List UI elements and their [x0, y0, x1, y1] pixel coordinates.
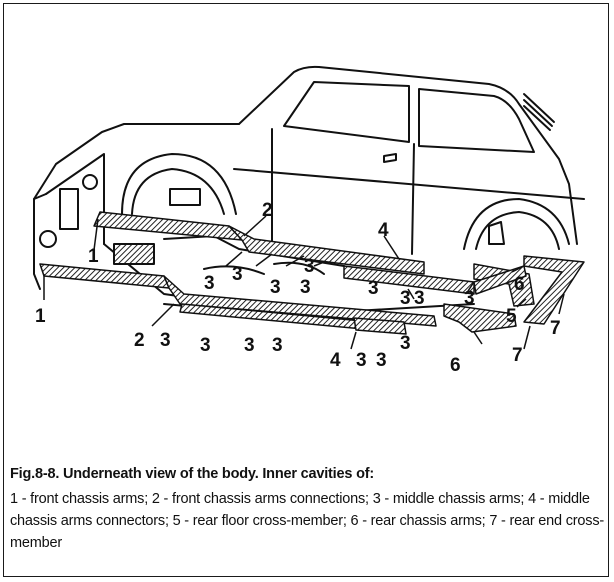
callout-7-lower: 7 — [512, 345, 523, 366]
middle-chassis-connector — [353, 317, 407, 335]
callout-1-lower: 1 — [35, 306, 46, 327]
callouts: 1 1 2 2 3 3 3 3 3 3 3 3 3 3 3 3 3 3 3 3 … — [35, 200, 561, 376]
callout-3: 3 — [376, 350, 387, 371]
callout-5: 5 — [506, 306, 517, 327]
callout-3: 3 — [204, 273, 215, 294]
rear-chassis-arm — [443, 303, 517, 333]
callout-3: 3 — [270, 277, 281, 298]
callout-3: 3 — [272, 335, 283, 356]
rear-link — [473, 265, 527, 295]
callout-3: 3 — [160, 330, 171, 351]
callout-3: 3 — [368, 278, 379, 299]
callout-2-lower: 2 — [134, 330, 145, 351]
caption-title: Fig.8-8. Underneath view of the body. In… — [10, 466, 374, 482]
middle-chassis-arm-rear — [343, 265, 475, 295]
figure-caption: Fig.8-8. Underneath view of the body. In… — [10, 466, 610, 554]
callout-3: 3 — [400, 288, 411, 309]
front-chassis-connection — [228, 225, 425, 275]
car-body-outline — [33, 65, 585, 325]
callout-3: 3 — [244, 335, 255, 356]
callout-3: 3 — [414, 288, 425, 309]
callout-1-upper: 1 — [88, 246, 99, 267]
car-body-diagram: 1 1 2 2 3 3 3 3 3 3 3 3 3 3 3 3 3 3 3 3 … — [33, 65, 585, 376]
callout-3: 3 — [400, 333, 411, 354]
callout-6-lower: 6 — [450, 355, 461, 376]
callout-3: 3 — [304, 256, 315, 277]
callout-4-lower: 4 — [330, 350, 341, 371]
callout-4-upper: 4 — [378, 220, 389, 241]
callout-7-upper: 7 — [550, 318, 561, 339]
callout-3: 3 — [200, 335, 211, 356]
callout-3: 3 — [356, 350, 367, 371]
middle-chassis-arm — [163, 275, 437, 327]
figure-frame: 1 1 2 2 3 3 3 3 3 3 3 3 3 3 3 3 3 3 3 3 … — [3, 3, 609, 577]
front-chassis-arm-upper — [93, 211, 243, 241]
callout-2-upper: 2 — [262, 200, 273, 221]
caption-text: 1 - front chassis arms; 2 - front chassi… — [10, 491, 604, 551]
callout-3: 3 — [464, 288, 475, 309]
leader-lines — [43, 215, 565, 350]
hatched-cavities — [39, 211, 585, 335]
front-chassis-arm-lower — [39, 263, 170, 289]
rear-end-cross-member — [523, 255, 585, 325]
callout-6-upper: 6 — [514, 274, 525, 295]
callout-3: 3 — [300, 277, 311, 298]
callout-3: 3 — [232, 264, 243, 285]
